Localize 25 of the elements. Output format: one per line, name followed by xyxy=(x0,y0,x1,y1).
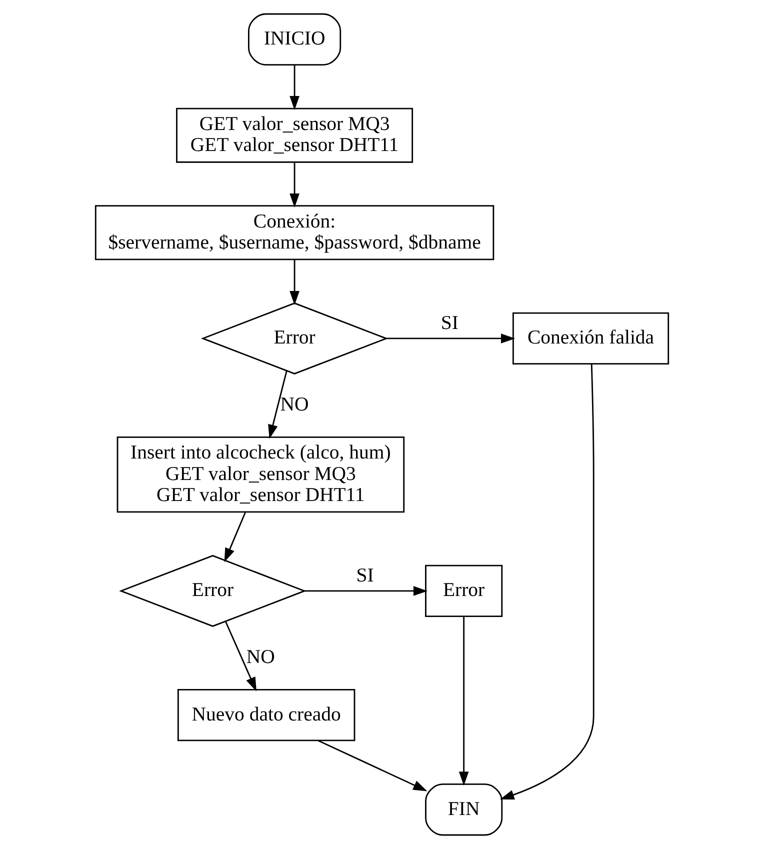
node-box: Insert into alcocheck (alco, hum) GET valor_sensor MQ3 GET valor_sensor DHT11 xyxy=(116,436,405,513)
arrow xyxy=(225,621,256,692)
node-box: INICIO xyxy=(248,13,342,66)
node-box: Error xyxy=(425,564,503,618)
arrow xyxy=(290,65,300,110)
arrow xyxy=(224,512,246,562)
arrow xyxy=(290,162,300,208)
arrow xyxy=(458,616,469,786)
node-box: Conexión: $servername, $username, $password, $dbname xyxy=(94,205,494,260)
arrow xyxy=(304,586,428,596)
node-diamond: Error xyxy=(200,302,388,374)
node-box: Conexión falida xyxy=(512,312,670,365)
arrow xyxy=(268,370,288,439)
node-box: Nuevo dato creado xyxy=(177,689,356,742)
edge-label: NO xyxy=(280,394,309,416)
node-box: FIN xyxy=(425,784,503,836)
edge-label: SI xyxy=(356,564,374,586)
node-box: GET valor_sensor MQ3 GET valor_sensor DHT11 xyxy=(176,108,414,163)
arrow xyxy=(500,364,594,800)
edge-label: SI xyxy=(440,312,458,334)
edge-label: NO xyxy=(246,646,275,668)
arrow xyxy=(290,260,300,306)
node-diamond: Error xyxy=(119,554,306,627)
arrow xyxy=(318,740,428,792)
arrow xyxy=(386,334,516,344)
